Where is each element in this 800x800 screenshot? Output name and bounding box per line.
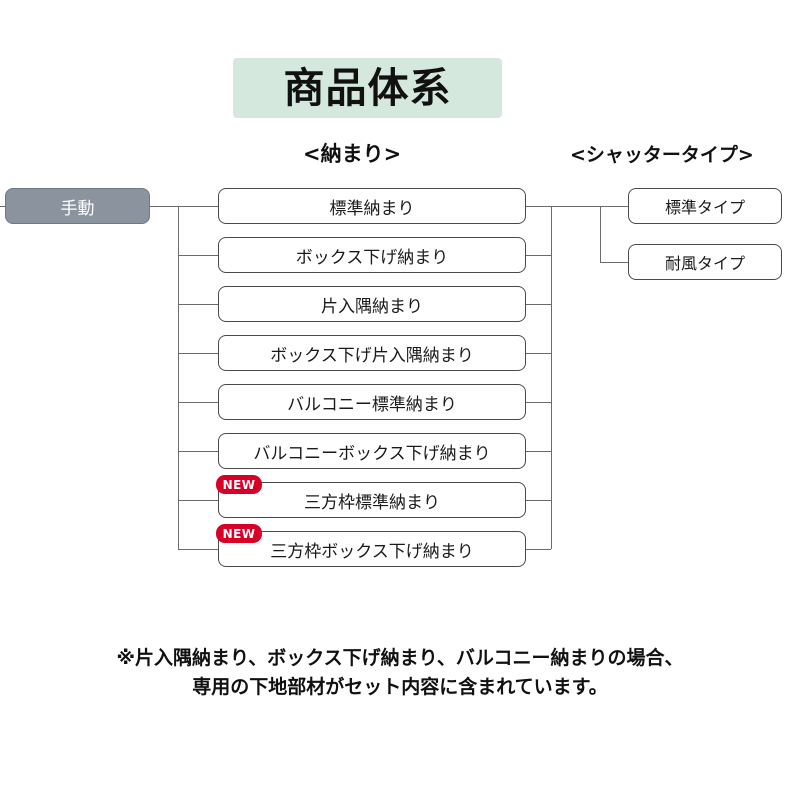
node-label: 標準タイプ — [664, 198, 745, 217]
node-osamari-5[interactable]: バルコニー標準納まり — [218, 384, 526, 420]
node-osamari-1[interactable]: 標準納まり — [218, 188, 526, 224]
connector-shutter-1 — [600, 206, 628, 207]
connector-branch-left-1 — [178, 206, 218, 207]
connector-branch-left-6 — [178, 451, 218, 452]
footnote: ※片入隅納まり、ボックス下げ納まり、バルコニー納まりの場合、 専用の下地部材がセ… — [0, 644, 800, 703]
connector-branch-left-7 — [178, 500, 218, 501]
connector-branch-right-1 — [526, 206, 551, 207]
node-label: バルコニーボックス下げ納まり — [253, 443, 491, 464]
connector-branch-right-8 — [526, 549, 551, 550]
column-heading-osamari: <納まり> — [303, 142, 402, 166]
connector-shutter-split — [600, 206, 601, 263]
node-osamari-2[interactable]: ボックス下げ納まり — [218, 237, 526, 273]
connector-branch-left-5 — [178, 402, 218, 403]
node-label: 手動 — [60, 198, 95, 219]
node-label: 標準納まり — [329, 198, 415, 219]
connector-branch-right-5 — [526, 402, 551, 403]
node-label: 三方枠ボックス下げ納まり — [270, 541, 474, 562]
node-osamari-7[interactable]: 三方枠標準納まり — [218, 482, 526, 518]
footnote-line-2: 専用の下地部材がセット内容に含まれています。 — [192, 676, 608, 699]
page-title: 商品体系 — [283, 63, 452, 112]
title-banner: 商品体系 — [233, 58, 502, 118]
connector-branch-left-3 — [178, 304, 218, 305]
node-label: 耐風タイプ — [664, 254, 745, 273]
footnote-line-1: ※片入隅納まり、ボックス下げ納まり、バルコニー納まりの場合、 — [116, 647, 684, 669]
column-heading-shutter: <シャッタータイプ> — [570, 144, 754, 166]
node-label: 片入隅納まり — [321, 296, 423, 317]
new-badge-osamari-7: NEW — [216, 475, 262, 494]
node-osamari-4[interactable]: ボックス下げ片入隅納まり — [218, 335, 526, 371]
node-label: 三方枠標準納まり — [304, 492, 440, 513]
new-badge-osamari-8: NEW — [216, 524, 262, 543]
connector-root-stub-left — [0, 206, 6, 207]
node-osamari-8[interactable]: 三方枠ボックス下げ納まり — [218, 531, 526, 567]
connector-branch-right-6 — [526, 451, 551, 452]
node-osamari-6[interactable]: バルコニーボックス下げ納まり — [218, 433, 526, 469]
connector-shutter-2 — [600, 262, 628, 263]
connector-branch-right-4 — [526, 353, 551, 354]
connector-branch-right-2 — [526, 255, 551, 256]
node-osamari-3[interactable]: 片入隅納まり — [218, 286, 526, 322]
connector-branch-left-2 — [178, 255, 218, 256]
connector-trunk-to-shutter — [551, 206, 601, 207]
node-label: バルコニー標準納まり — [287, 394, 457, 415]
node-shutter-1[interactable]: 標準タイプ — [628, 188, 782, 224]
node-shutter-2[interactable]: 耐風タイプ — [628, 244, 782, 280]
connector-branch-right-3 — [526, 304, 551, 305]
connector-branch-right-7 — [526, 500, 551, 501]
node-label: ボックス下げ片入隅納まり — [270, 345, 474, 366]
node-label: ボックス下げ納まり — [295, 247, 449, 268]
connector-left-trunk — [178, 206, 179, 549]
connector-branch-left-8 — [178, 549, 218, 550]
node-manual-root[interactable]: 手動 — [5, 188, 150, 224]
connector-branch-left-4 — [178, 353, 218, 354]
connector-right-trunk — [551, 206, 552, 549]
